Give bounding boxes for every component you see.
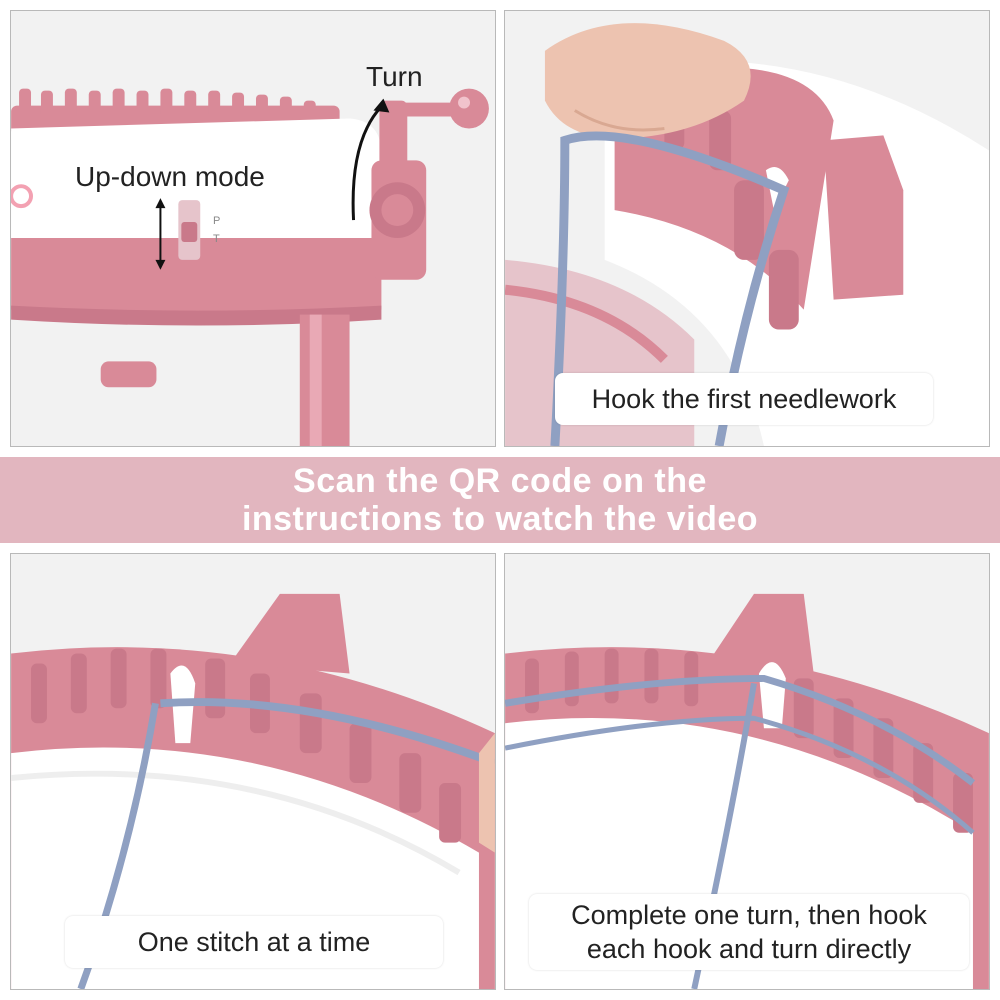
caption-one-stitch: One stitch at a time	[65, 916, 443, 968]
switch-letter-p: P	[213, 215, 221, 227]
turn-label: Turn	[366, 61, 423, 92]
switch-letter-t: T	[213, 233, 220, 245]
caption-complete-line-2: each hook and turn directly	[586, 934, 912, 964]
machine-side-illustration	[11, 88, 489, 446]
caption-complete-one-turn: Complete one turn, then hook each hook a…	[529, 894, 969, 970]
one-stitch-illustration	[11, 593, 495, 989]
banner-line-2: instructions to watch the video	[241, 500, 759, 538]
panel-machine-side-view: Turn Up-down mode T P	[10, 10, 496, 447]
hook-first-needle-illustration	[505, 23, 989, 446]
caption-hook-first-needlework: Hook the first needlework	[555, 373, 933, 425]
panel-one-stitch: One stitch at a time	[10, 553, 496, 990]
caption-complete-line-1: Complete one turn, then hook	[571, 900, 927, 930]
up-down-mode-label: Up-down mode	[75, 161, 265, 192]
banner-line-1: Scan the QR code on the	[293, 462, 707, 500]
qr-instruction-banner: Scan the QR code on the instructions to …	[0, 457, 1000, 543]
panel-complete-one-turn: Complete one turn, then hook each hook a…	[504, 553, 990, 990]
panel-hook-first-needle: Hook the first needlework	[504, 10, 990, 447]
